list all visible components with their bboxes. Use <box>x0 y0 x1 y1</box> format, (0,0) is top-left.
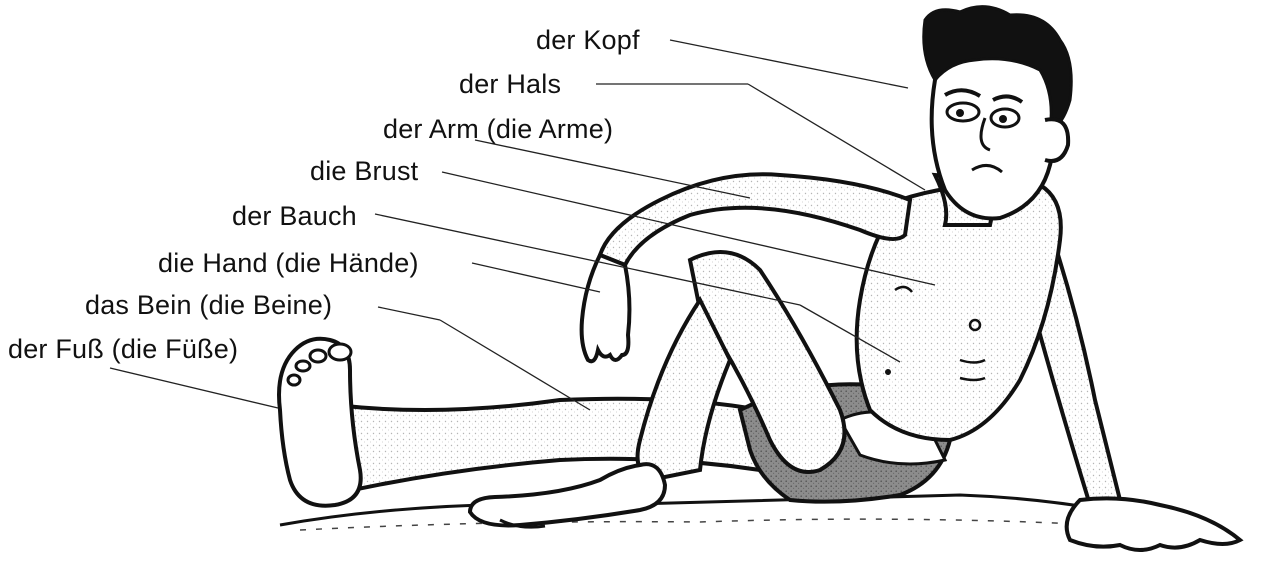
label-bauch: der Bauch <box>232 203 357 230</box>
label-hand: die Hand (die Hände) <box>158 250 419 277</box>
leader-line-bein-2 <box>440 320 590 410</box>
label-bein: das Bein (die Beine) <box>85 292 332 319</box>
label-brust: die Brust <box>310 158 418 185</box>
label-hals: der Hals <box>459 71 561 98</box>
leader-line-fuss <box>110 368 278 408</box>
label-arm: der Arm (die Arme) <box>383 116 613 143</box>
leader-line-hand <box>472 263 600 292</box>
leader-line-kopf <box>670 40 908 88</box>
label-fuss: der Fuß (die Füße) <box>8 336 238 363</box>
leader-line-bein <box>378 307 440 320</box>
label-kopf: der Kopf <box>536 27 640 54</box>
head <box>924 7 1072 219</box>
